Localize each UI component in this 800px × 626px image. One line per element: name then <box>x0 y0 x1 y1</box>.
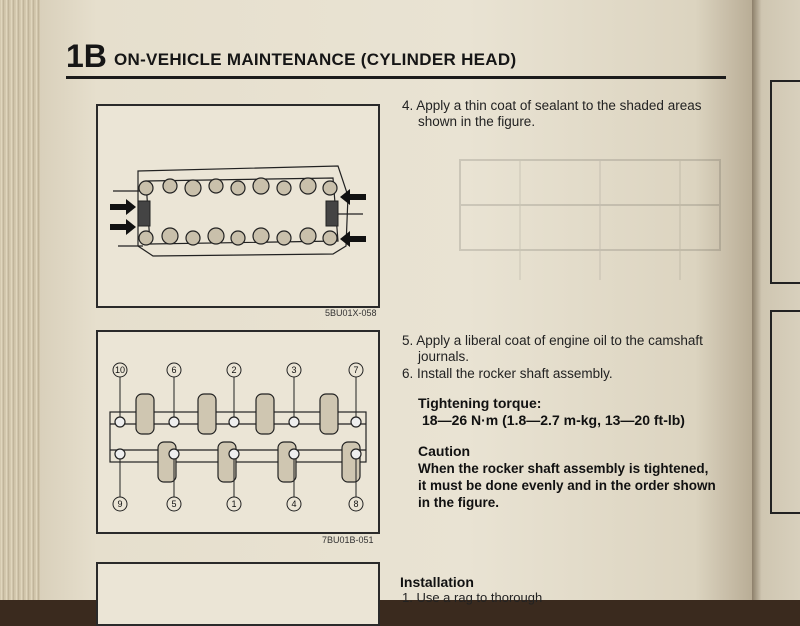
step-5-line1: 5. Apply a liberal coat of engine oil to… <box>402 333 703 348</box>
bleed-through-diagram <box>459 159 721 280</box>
order-number-top: 3 <box>291 365 296 375</box>
installation-figure <box>96 562 380 626</box>
order-number-bottom: 5 <box>171 499 176 509</box>
cylinder-head-sealant-diagram <box>110 165 366 257</box>
caution-line3: in the figure. <box>418 495 499 510</box>
order-number-bottom: 4 <box>291 499 296 509</box>
order-number-top: 2 <box>231 365 236 375</box>
caution-title: Caution <box>418 443 471 459</box>
tightening-order-figure: 10 6 2 3 7 9 5 1 4 8 <box>96 330 380 534</box>
step-4-line1: 4. Apply a thin coat of sealant to the s… <box>402 98 702 113</box>
installation-title: Installation <box>400 574 474 590</box>
order-number-top: 6 <box>171 365 176 375</box>
caution-line1: When the rocker shaft assembly is tighte… <box>418 461 709 476</box>
facing-page-edge <box>752 0 800 600</box>
order-number-bottom: 8 <box>353 499 358 509</box>
rocker-shaft-diagram: 10 6 2 3 7 9 5 1 4 8 <box>109 362 367 512</box>
installation-step-1: 1. Use a rag to thorough <box>402 590 543 605</box>
facing-page-frame <box>770 80 800 284</box>
caution-line2: it must be done evenly and in the order … <box>418 478 716 493</box>
order-number-top: 7 <box>353 365 358 375</box>
facing-page-frame <box>770 310 800 514</box>
section-number: 1B <box>66 38 107 74</box>
sealant-figure <box>96 104 380 308</box>
section-header: 1B ON-VEHICLE MAINTENANCE (CYLINDER HEAD… <box>66 38 726 79</box>
figure-id: 5BU01X-058 <box>325 308 377 318</box>
order-number-bottom: 9 <box>117 499 122 509</box>
order-number-bottom: 1 <box>231 499 236 509</box>
torque-value: 18—26 N·m (1.8—2.7 m-kg, 13—20 ft-lb) <box>422 412 685 428</box>
step-4-line2: shown in the figure. <box>418 114 536 129</box>
torque-label: Tightening torque: <box>418 395 542 411</box>
section-title: ON-VEHICLE MAINTENANCE (CYLINDER HEAD) <box>114 50 517 69</box>
step-6: 6. Install the rocker shaft assembly. <box>402 366 613 381</box>
order-number-top: 10 <box>115 365 125 375</box>
step-5-line2: journals. <box>418 349 470 364</box>
figure-id: 7BU01B-051 <box>322 535 374 545</box>
